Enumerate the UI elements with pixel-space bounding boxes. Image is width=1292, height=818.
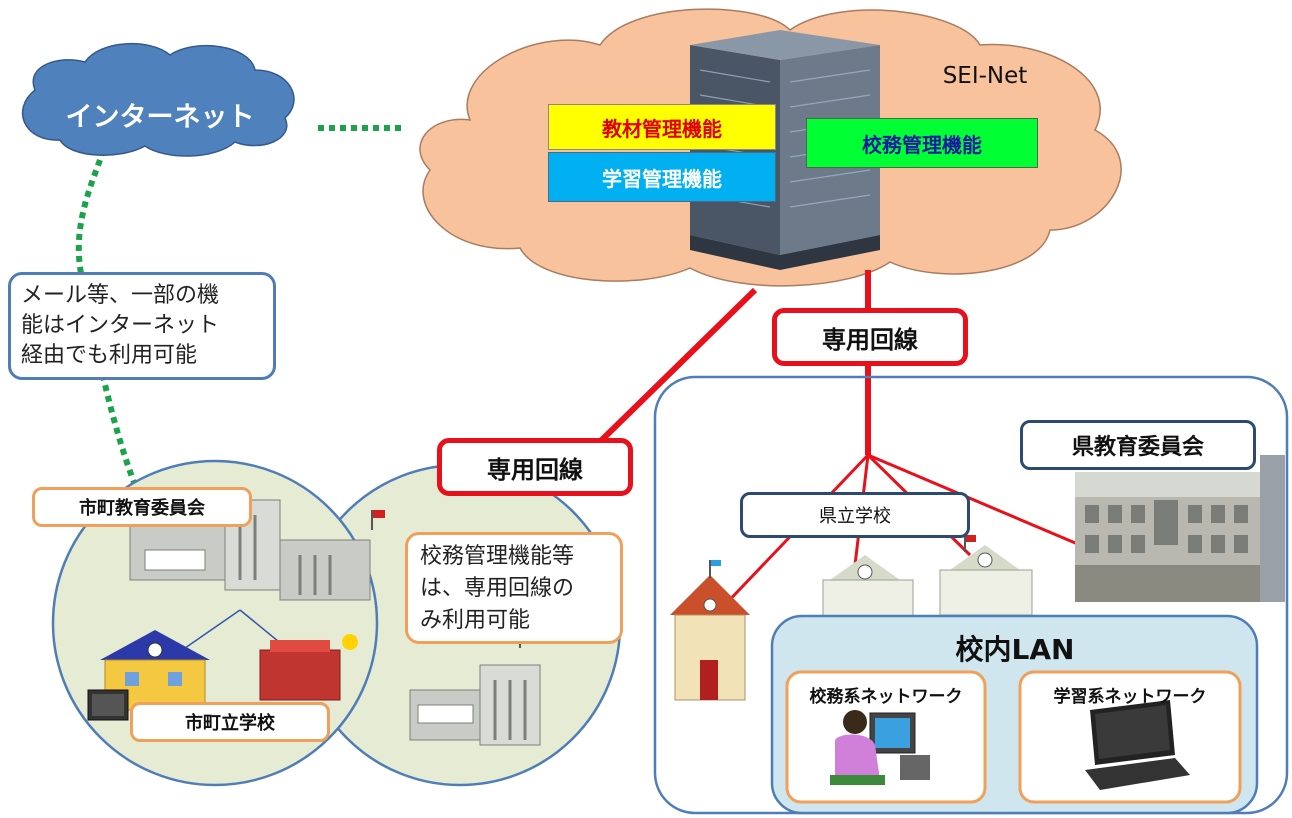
internet-access-note: メール等、一部の機 能はインターネット 経由でも利用可能 <box>8 272 276 380</box>
internet-label: インターネット <box>65 101 255 133</box>
laptop-icon <box>1085 700 1190 790</box>
internet-cloud <box>21 42 295 157</box>
learning-management-function: 学習管理機能 <box>548 152 776 202</box>
internet-to-municipal-line <box>75 158 138 487</box>
school-affairs-function: 校務管理機能 <box>806 118 1038 168</box>
prefectural-board-label: 県教育委員会 <box>1020 420 1256 470</box>
dedicated-only-note: 校務管理機能等 は、専用回線の み利用可能 <box>405 532 623 644</box>
prefectural-schools-label: 県立学校 <box>740 492 970 538</box>
sei-net-title: SEI-Net <box>942 63 1028 89</box>
admin-network-label: 校務系ネットワーク <box>809 686 963 707</box>
prefectural-board-building-photo <box>1075 455 1285 602</box>
school-lan-title: 校内LAN <box>955 633 1075 666</box>
learning-network-label: 学習系ネットワーク <box>1053 686 1207 707</box>
teaching-materials-function: 教材管理機能 <box>548 104 776 150</box>
dedicated-line-label-top: 専用回線 <box>772 308 968 366</box>
municipal-schools-label: 市町立学校 <box>130 702 330 742</box>
municipal-school-building-gray-icon <box>409 628 541 746</box>
dedicated-line-label-left: 専用回線 <box>437 438 633 496</box>
municipal-board-label: 市町教育委員会 <box>32 487 252 527</box>
municipal-board-building-icon <box>129 490 385 601</box>
prefectural-school-buildings-icon <box>670 535 1033 701</box>
municipal-school-buildings-icon <box>87 609 358 721</box>
person-at-computer-icon <box>830 710 930 785</box>
